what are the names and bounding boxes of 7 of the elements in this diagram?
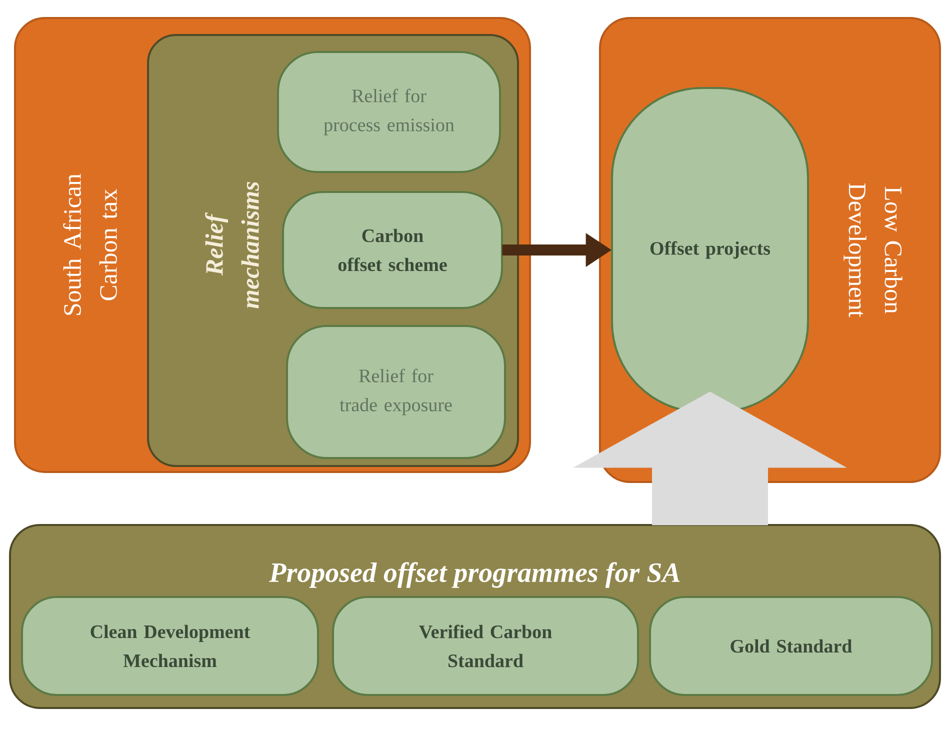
rounded-box: Clean Development Mechanism — [21, 596, 319, 696]
rounded-box: Relief for trade exposure — [286, 325, 506, 459]
rounded-box: Relief for process emission — [277, 51, 501, 173]
rounded-box: Gold Standard — [649, 596, 933, 696]
block-arrow — [573, 392, 847, 526]
rounded-box: Verified Carbon Standard — [332, 596, 639, 696]
rounded-box: Carbon offset scheme — [282, 191, 503, 309]
